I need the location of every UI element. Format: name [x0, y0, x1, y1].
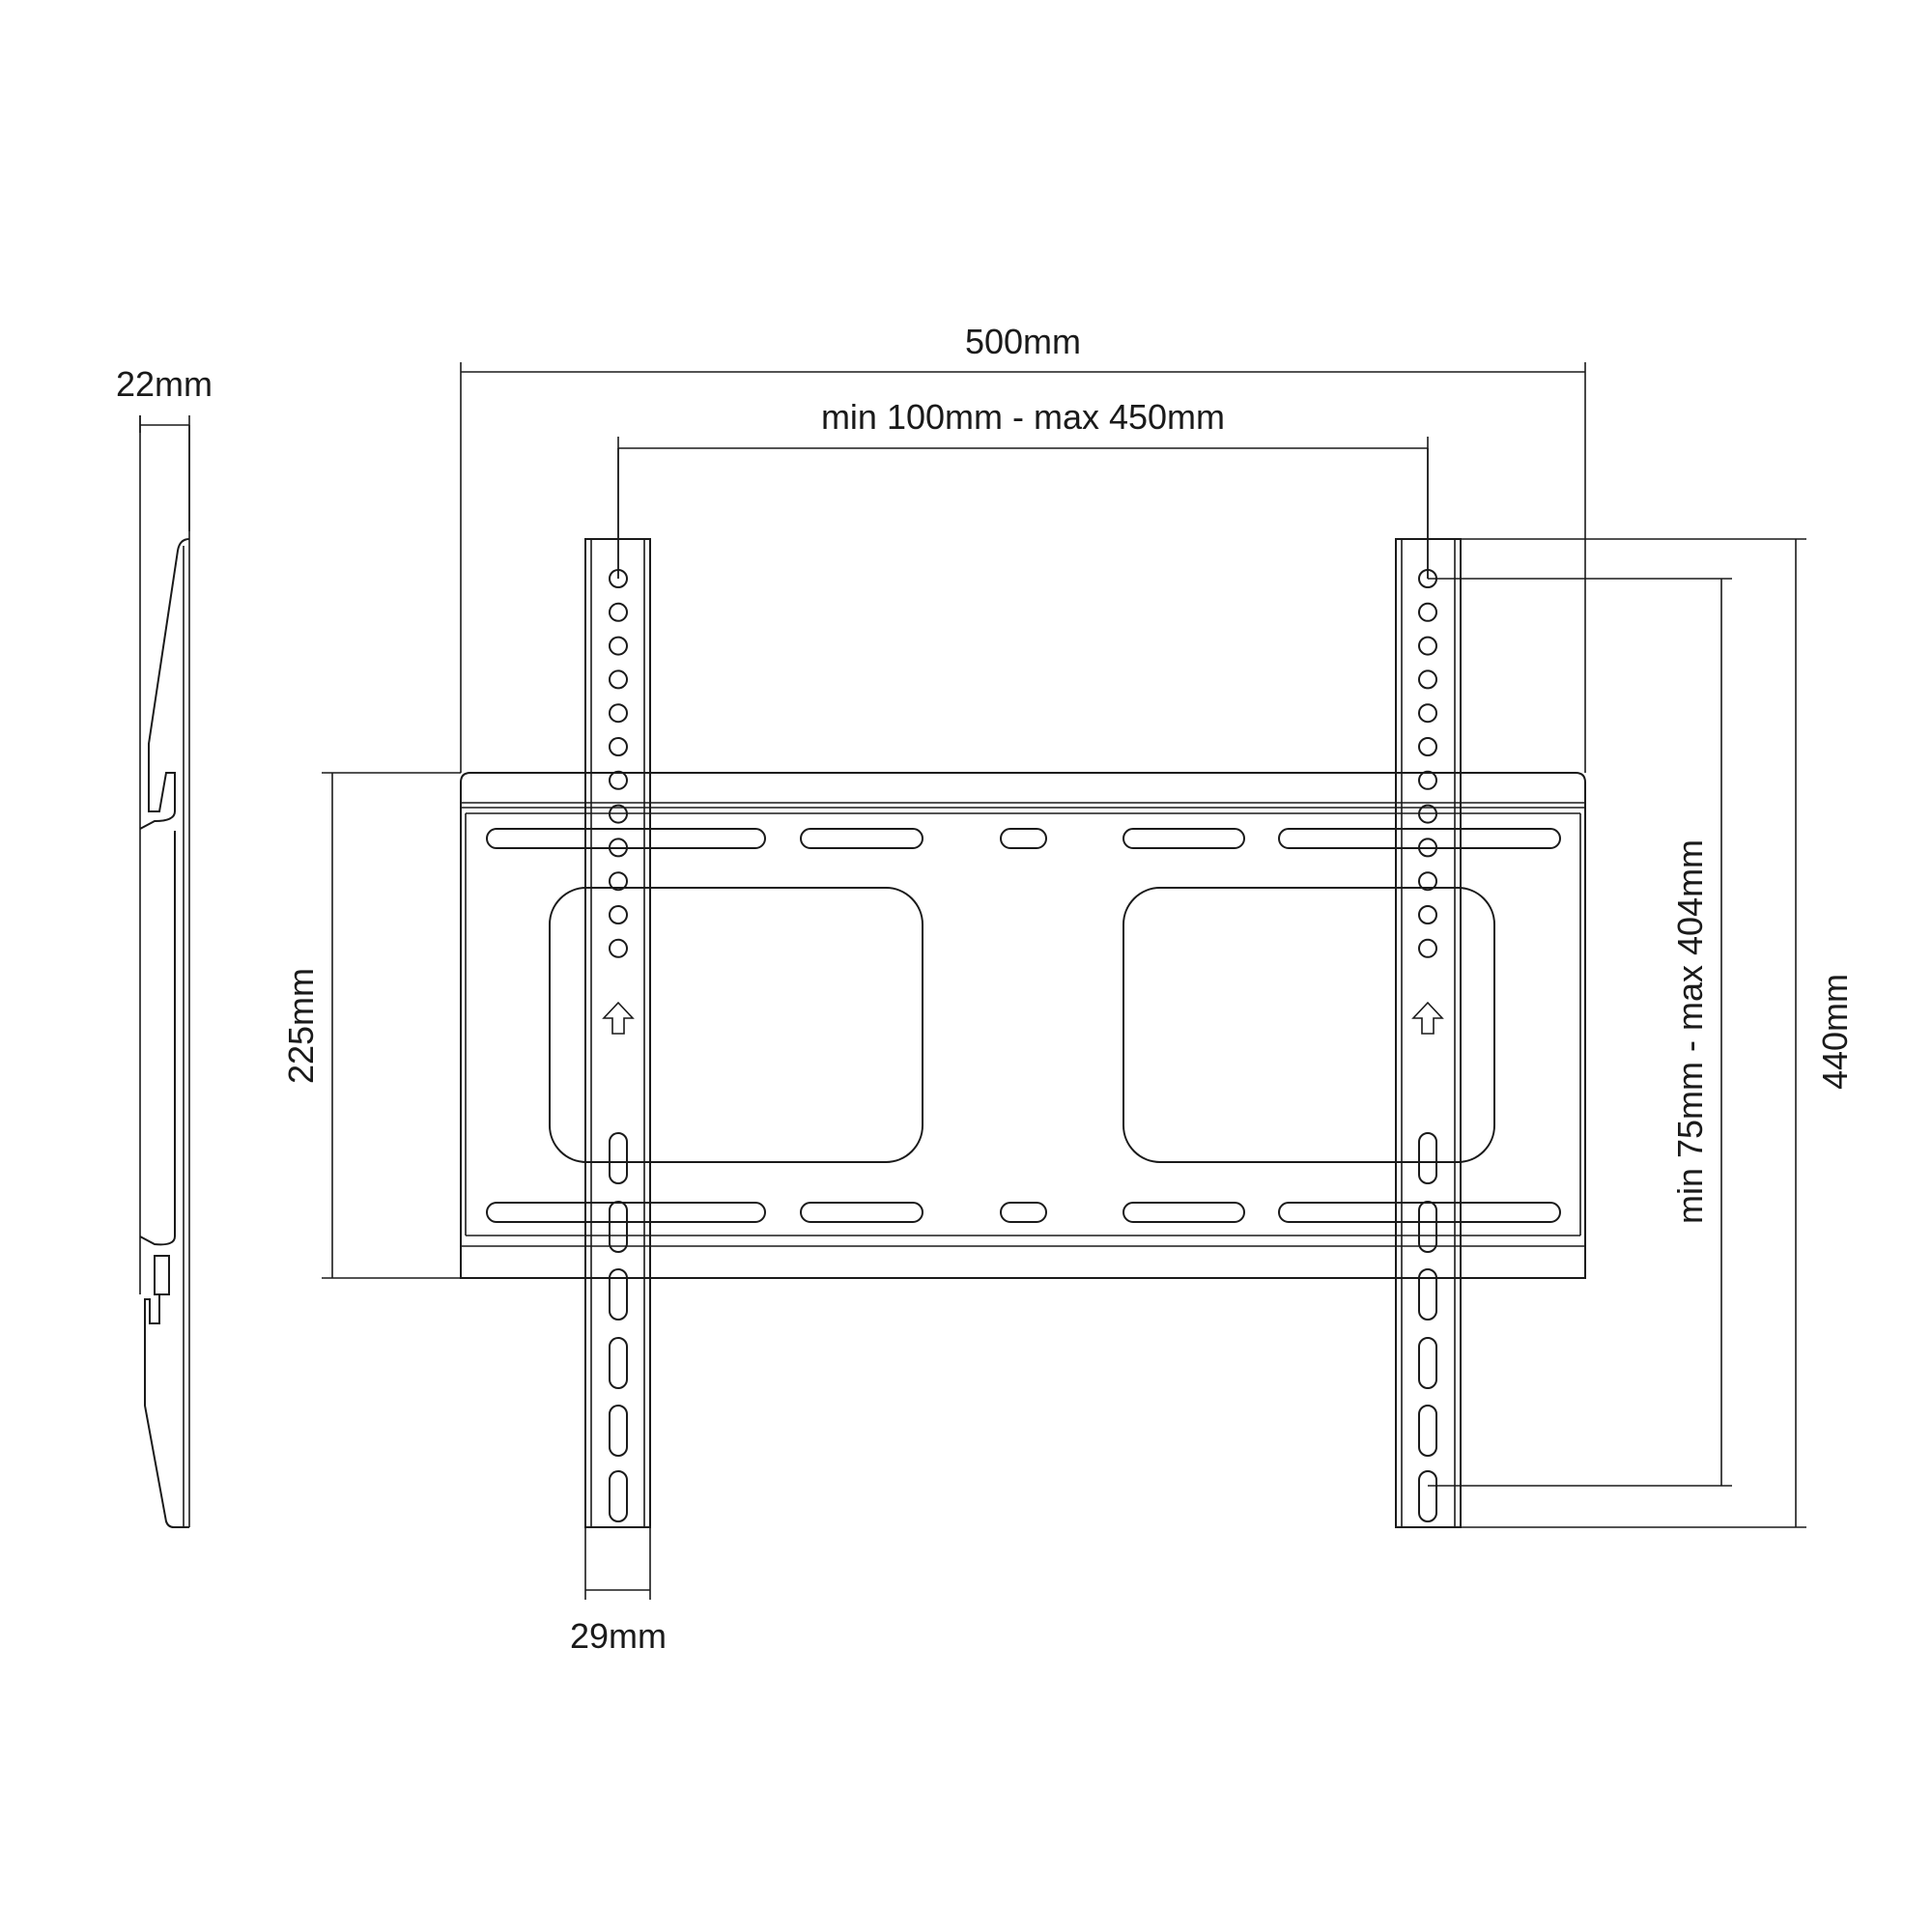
- mounting-hole: [609, 804, 628, 824]
- mounting-slot: [609, 1201, 628, 1253]
- mounting-slot: [1418, 1405, 1437, 1457]
- left-strip: [584, 538, 651, 1528]
- mounting-hole: [609, 636, 628, 656]
- vesa-horizontal-label: min 100mm - max 450mm: [821, 397, 1225, 437]
- depth-label: 22mm: [116, 364, 213, 404]
- mounting-hole: [609, 703, 628, 724]
- vesa-horizontal-dimension: [617, 437, 1429, 579]
- mounting-slot: [1418, 1201, 1437, 1253]
- overall-width-label: 500mm: [965, 322, 1081, 361]
- mounting-hole: [609, 905, 628, 924]
- mounting-hole: [609, 838, 628, 858]
- mounting-slot: [609, 1337, 628, 1389]
- mounting-hole: [1418, 737, 1437, 756]
- mounting-slot: [1418, 1268, 1437, 1321]
- strip-width-label: 29mm: [570, 1616, 667, 1656]
- plate-height-dimension: [322, 772, 461, 1279]
- up-arrow-icon: [1411, 1001, 1444, 1035]
- cutout-right: [1122, 887, 1495, 1163]
- mounting-slot: [1418, 1132, 1437, 1184]
- mounting-hole: [1418, 602, 1437, 622]
- plate-height-label: 225mm: [281, 968, 321, 1084]
- wall-plate: [460, 772, 1586, 1279]
- mounting-hole: [609, 737, 628, 756]
- up-arrow-icon: [602, 1001, 635, 1035]
- mounting-hole: [1418, 938, 1437, 958]
- vesa-vertical-label: min 75mm - max 404mm: [1670, 839, 1710, 1224]
- mounting-slot: [609, 1132, 628, 1184]
- mounting-hole: [609, 669, 628, 690]
- mounting-hole: [1418, 770, 1437, 790]
- mounting-slot: [609, 1405, 628, 1457]
- mounting-hole: [1418, 905, 1437, 924]
- mounting-hole: [1418, 669, 1437, 690]
- overall-height-dimension: [1461, 538, 1806, 1528]
- mounting-hole: [609, 602, 628, 622]
- overall-width-dimension: [460, 362, 1586, 773]
- mounting-hole: [609, 871, 628, 892]
- mounting-hole: [1418, 838, 1437, 858]
- vesa-vertical-dimension: [1428, 578, 1732, 1487]
- overall-height-label: 440mm: [1815, 974, 1855, 1090]
- mounting-hole: [609, 938, 628, 958]
- mounting-hole: [1418, 871, 1437, 892]
- mounting-hole: [609, 770, 628, 790]
- mounting-hole: [1418, 636, 1437, 656]
- mounting-hole: [1418, 804, 1437, 824]
- mounting-slot: [609, 1268, 628, 1321]
- mounting-hole: [1418, 703, 1437, 724]
- mounting-slot: [1418, 1470, 1437, 1522]
- depth-dimension: [139, 415, 190, 531]
- mounting-slot: [1418, 1337, 1437, 1389]
- right-strip: [1395, 538, 1462, 1528]
- side-profile: [139, 415, 190, 1528]
- cutout-left: [549, 887, 923, 1163]
- mounting-slot: [609, 1470, 628, 1522]
- strip-width-dimension: [584, 1527, 651, 1600]
